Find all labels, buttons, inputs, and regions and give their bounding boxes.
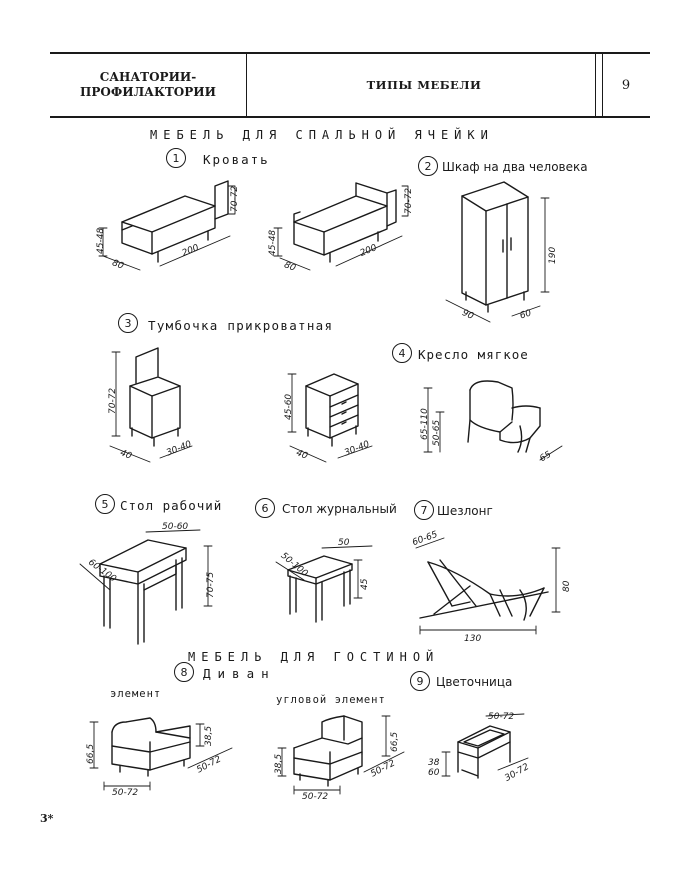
section-living-title: МЕБЕЛЬ ДЛЯ ГОСТИНОЙ <box>188 650 440 664</box>
dim-coffee-table-height: 45 <box>360 578 370 590</box>
dim-corner-width: 50-72 <box>302 792 329 802</box>
dim-corner-seat-height: 38,5 <box>274 753 284 774</box>
sofa-corner-drawing <box>277 715 405 795</box>
item-number-6: 6 <box>255 498 275 518</box>
dim-nightstand2-height: 45-60 <box>284 393 294 420</box>
dim-sofa-width: 50-72 <box>112 788 139 798</box>
dim-sofa-height: 66,5 <box>86 743 96 764</box>
item-label-armchair: Кресло мягкое <box>418 347 529 362</box>
item-label-sofa: Диван <box>203 666 276 681</box>
bed-2-drawing <box>273 182 409 271</box>
bed-1-drawing <box>98 180 236 271</box>
item-label-flower-stand: Цветочница <box>436 675 513 689</box>
nightstand-2-drawing <box>287 373 373 463</box>
header-page-number: 9 <box>621 77 631 93</box>
dim-lounger-length: 130 <box>464 634 482 644</box>
flower-stand-drawing <box>441 713 529 779</box>
item-number-7: 7 <box>414 500 434 520</box>
dim-bed2-headboard: 70-72 <box>404 187 414 214</box>
dim-bed1-headboard: 70-72 <box>230 185 240 212</box>
dim-nightstand1-height: 70-72 <box>108 387 118 414</box>
dim-bed2-height: 45-48 <box>268 229 278 256</box>
header-title-text: ТИПЫ МЕБЕЛИ <box>366 78 482 92</box>
dim-flower-stand-top: 50-72 <box>488 712 515 722</box>
armchair-drawing <box>423 380 563 461</box>
dim-sofa-seat-height: 38,5 <box>204 725 214 746</box>
item-number-8: 8 <box>174 662 194 682</box>
coffee-table-drawing <box>275 545 373 623</box>
header-table: САНАТОРИИ- ПРОФИЛАКТОРИИ ТИПЫ МЕБЕЛИ 9 <box>50 52 650 118</box>
item-label-bed: Кровать <box>203 152 270 167</box>
dim-flower-stand-h1: 38 <box>428 758 440 768</box>
header-category-line2: ПРОФИЛАКТОРИИ <box>80 85 216 99</box>
dim-flower-stand-h2: 60 <box>428 768 440 778</box>
sublabel-corner-element: угловой элемент <box>276 694 386 706</box>
lounger-drawing <box>415 537 561 635</box>
item-label-wardrobe: Шкаф на два человека <box>442 160 588 174</box>
page-signature-mark: 3* <box>40 812 54 825</box>
dim-corner-height: 66,5 <box>390 731 400 752</box>
wardrobe-drawing <box>445 181 550 323</box>
header-title: ТИПЫ МЕБЕЛИ <box>246 54 603 116</box>
dim-armchair-seat: 50-65 <box>432 419 442 446</box>
item-number-5: 5 <box>95 494 115 514</box>
item-number-4: 4 <box>392 343 412 363</box>
dim-wardrobe-height: 190 <box>548 246 558 264</box>
sublabel-element: элемент <box>110 688 162 700</box>
dim-coffee-table-length: 50 <box>338 538 350 548</box>
item-label-desk: Стол рабочий <box>120 498 223 513</box>
dim-desk-length: 50-60 <box>162 522 189 532</box>
item-number-1: 1 <box>166 148 186 168</box>
sofa-element-drawing <box>89 717 233 791</box>
dim-armchair-height: 65-110 <box>420 408 430 440</box>
desk-drawing <box>79 529 213 645</box>
item-label-nightstand: Тумбочка прикроватная <box>148 318 334 333</box>
dim-bed1-height: 45-48 <box>96 227 106 254</box>
item-number-3: 3 <box>118 313 138 333</box>
nightstand-1-drawing <box>109 347 193 463</box>
dim-lounger-height: 80 <box>562 580 572 592</box>
header-category-line1: САНАТОРИИ- <box>99 70 197 84</box>
dim-desk-height: 70-75 <box>206 571 216 598</box>
item-number-9: 9 <box>410 671 430 691</box>
section-bedroom-title: МЕБЕЛЬ ДЛЯ СПАЛЬНОЙ ЯЧЕЙКИ <box>150 128 494 142</box>
header-category: САНАТОРИИ- ПРОФИЛАКТОРИИ <box>50 54 247 116</box>
item-label-lounger: Шезлонг <box>437 504 493 518</box>
item-number-2: 2 <box>418 156 438 176</box>
item-label-coffee-table: Стол журнальный <box>282 502 397 516</box>
